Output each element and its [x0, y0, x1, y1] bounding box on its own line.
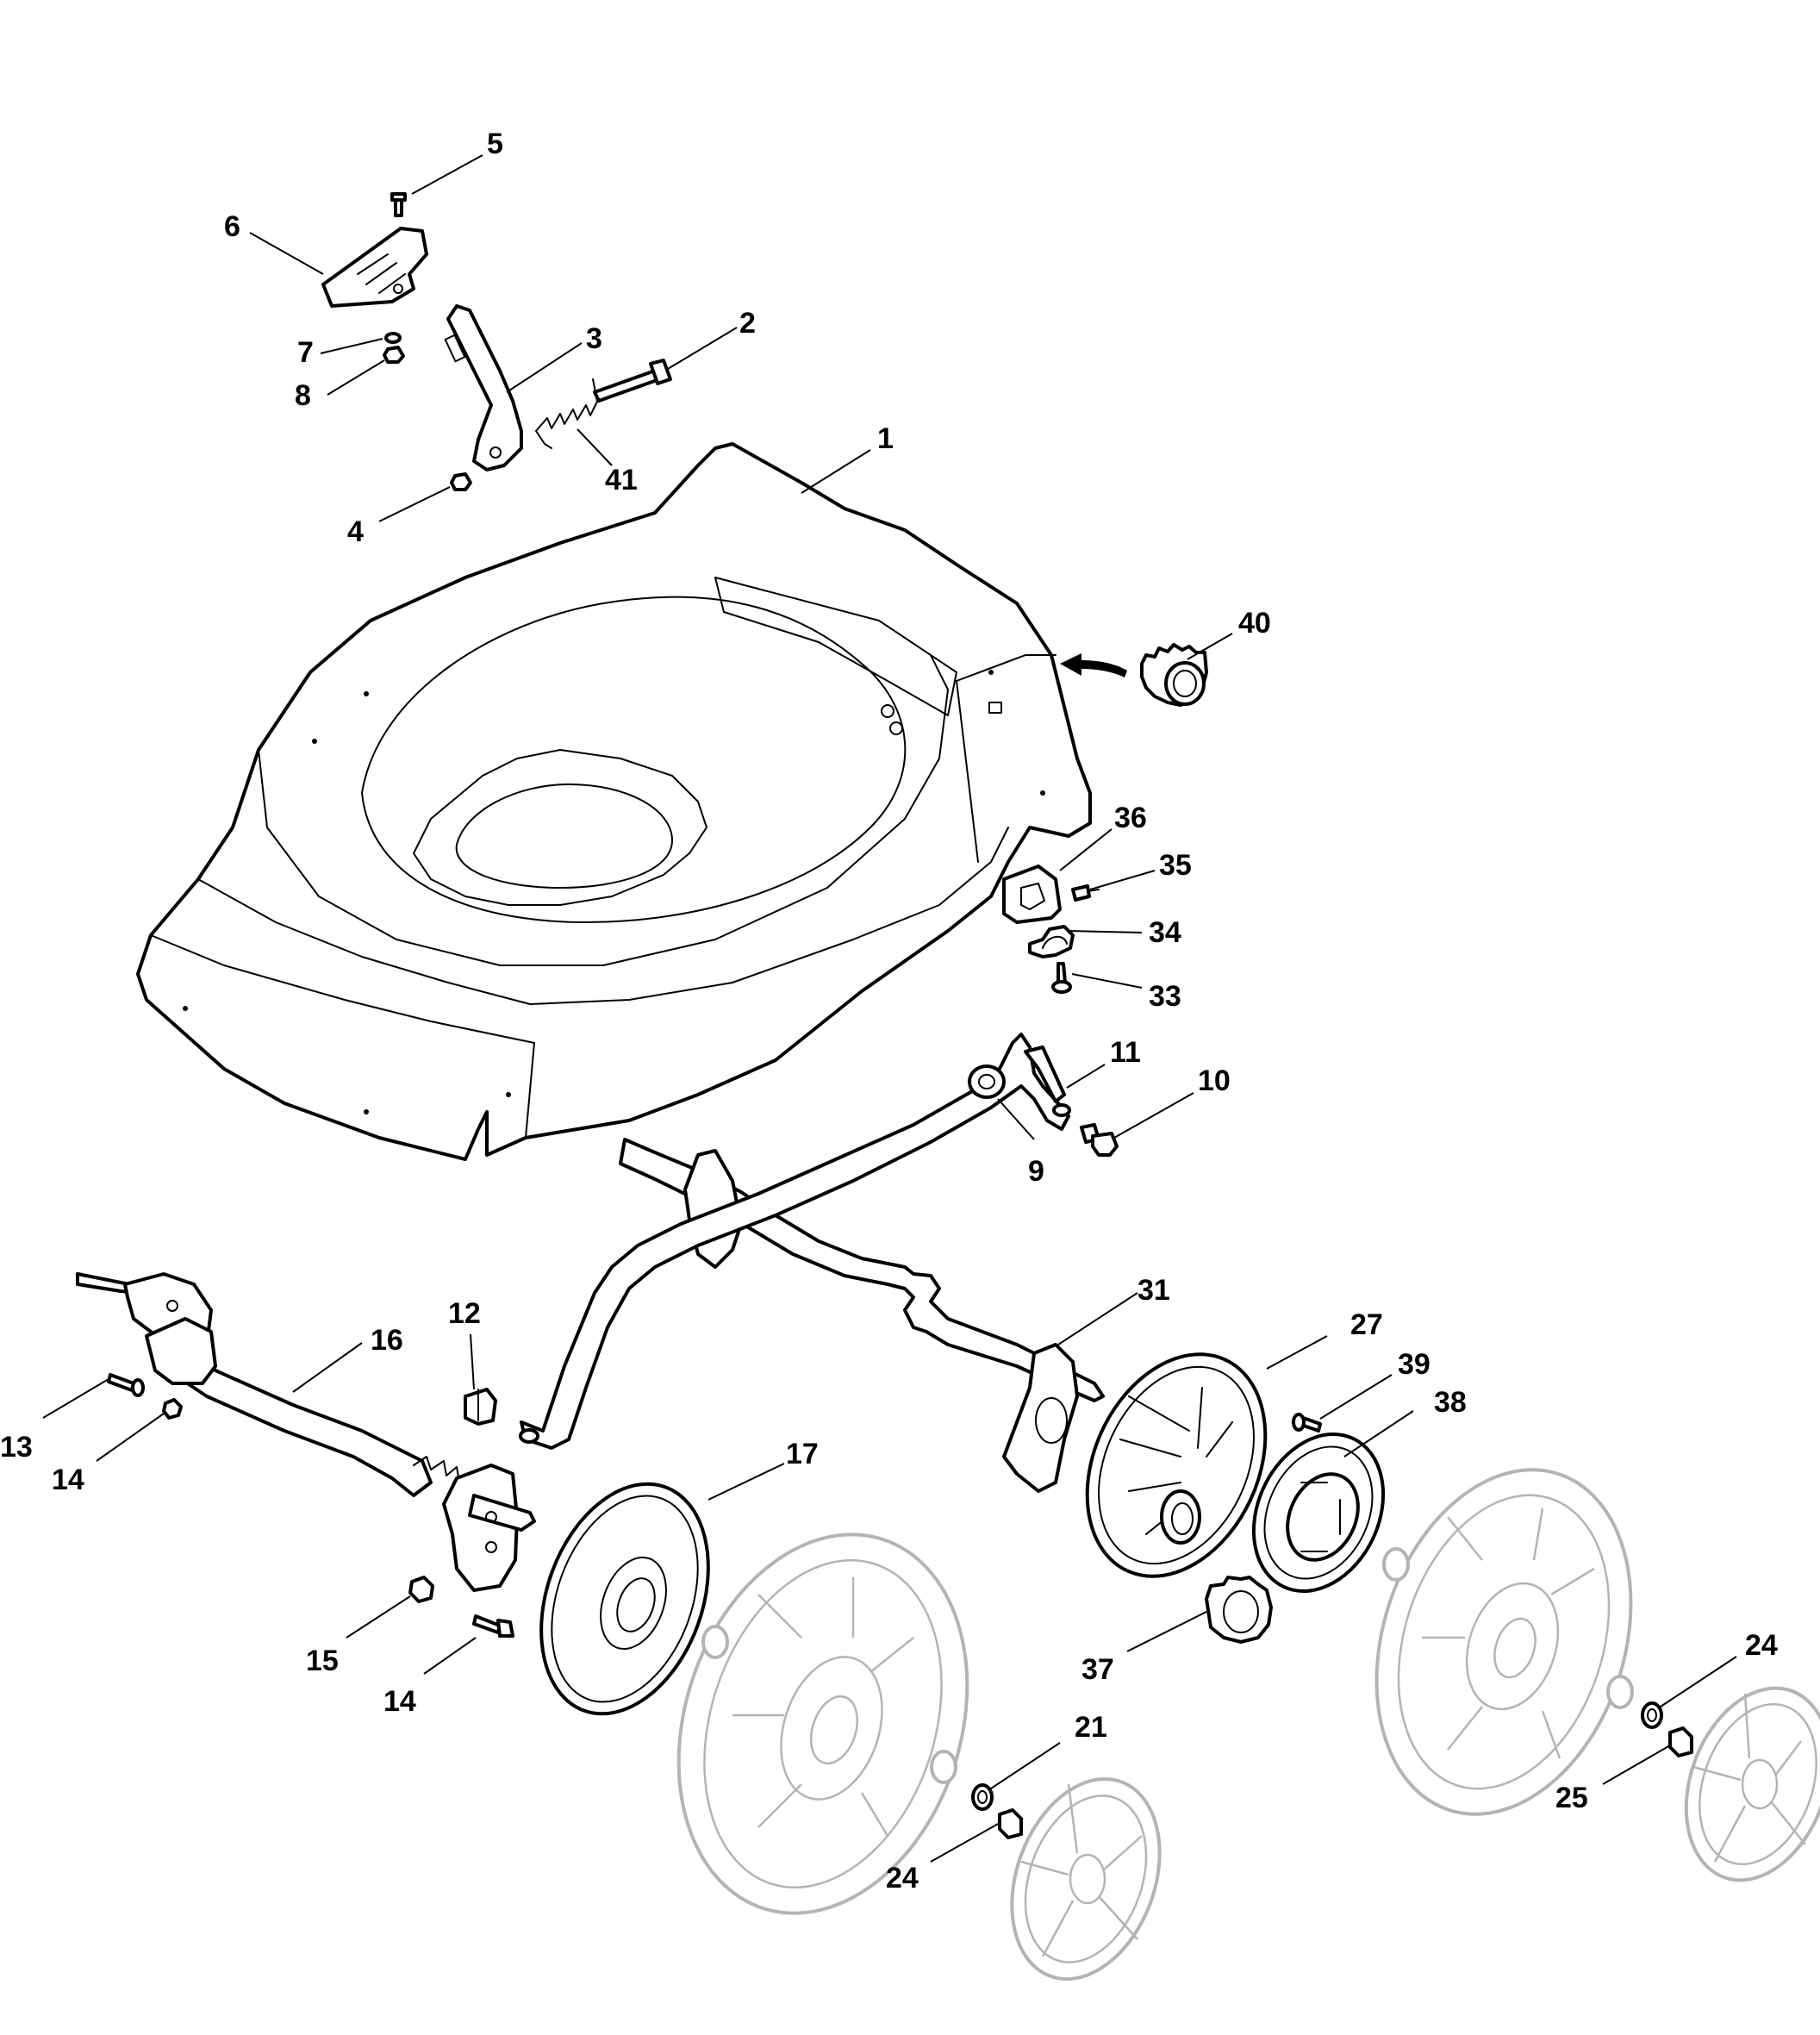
callout-8: 8	[295, 379, 311, 412]
nut-25-front	[998, 1808, 1023, 1839]
callout-15: 14	[383, 1685, 416, 1718]
washer-7	[384, 332, 402, 344]
wheel-disc-21	[539, 1482, 710, 1716]
clamp-34	[1028, 925, 1075, 958]
front-axle-16	[76, 1272, 536, 1592]
hub-cap-rear	[1684, 1686, 1820, 1882]
callout-labels: 5 6 2 3 7 8 41 4 1 40 36 35 34 33 11 10 …	[0, 128, 1778, 1895]
callout-12: 12	[448, 1297, 481, 1330]
nut-17	[408, 1576, 434, 1603]
rear-axle-frame-31	[619, 1138, 1105, 1493]
callout-31: 31	[1138, 1274, 1170, 1307]
screw-5	[390, 192, 407, 217]
screw-13	[107, 1373, 145, 1397]
washer-24-rear	[1641, 1701, 1663, 1729]
callout-40: 40	[1238, 607, 1271, 640]
callout-17: 15	[306, 1645, 339, 1677]
mower-deck	[136, 442, 1092, 1161]
callout-10: 10	[1198, 1064, 1231, 1097]
tension-spring	[535, 378, 598, 449]
pinion-37	[1205, 1576, 1273, 1644]
assembly-arrow	[1060, 653, 1127, 677]
callout-4: 4	[347, 515, 364, 548]
washer-24-front	[971, 1783, 994, 1811]
nut-25-rear	[1668, 1726, 1693, 1757]
callout-14: 14	[52, 1464, 84, 1496]
callout-21: 17	[786, 1438, 819, 1470]
hub-cap-front	[1010, 1776, 1162, 1982]
height-adjust-handle	[321, 227, 428, 308]
callout-6: 6	[224, 210, 240, 243]
nut-8	[383, 346, 405, 364]
drive-disc-27	[1085, 1352, 1268, 1578]
nut-4	[450, 472, 472, 491]
callout-35: 35	[1159, 849, 1192, 882]
adjustment-bracket	[444, 304, 523, 471]
drive-pinion-40	[1140, 643, 1208, 707]
rear-wheel	[1374, 1468, 1634, 1816]
screw-35	[1071, 884, 1100, 902]
washer-9	[968, 1064, 1006, 1099]
screw-33	[1051, 962, 1072, 994]
front-wheel	[676, 1532, 969, 1915]
callout-13: 13	[0, 1431, 33, 1464]
mount-bracket-36	[1002, 865, 1062, 924]
callout-7: 7	[297, 336, 314, 369]
callout-34: 34	[1149, 916, 1181, 949]
callout-5: 5	[487, 128, 503, 160]
callout-33: 33	[1149, 980, 1181, 1013]
screw-39	[1292, 1413, 1322, 1433]
callout-11: 11	[1110, 1036, 1141, 1069]
gear-38	[1251, 1432, 1386, 1594]
callout-38: 38	[1434, 1386, 1467, 1419]
clip-12	[464, 1388, 497, 1426]
callout-24-front: 21	[1075, 1711, 1107, 1744]
callout-2: 2	[739, 307, 756, 340]
nut-14	[162, 1398, 183, 1420]
leader-lines	[42, 154, 1737, 1863]
callout-37: 37	[1081, 1653, 1114, 1686]
callout-3: 3	[586, 322, 602, 355]
callout-25-rear: 25	[1555, 1782, 1588, 1814]
callout-41: 41	[605, 464, 638, 496]
bolt-10	[1080, 1123, 1119, 1157]
pivot-pin	[593, 359, 672, 403]
callout-9: 9	[1028, 1155, 1044, 1188]
callout-24-rear: 24	[1745, 1629, 1778, 1662]
callout-1: 1	[877, 422, 894, 455]
callout-25-front: 24	[886, 1862, 919, 1895]
adjust-link-11	[519, 1033, 1071, 1450]
callout-27: 27	[1350, 1308, 1383, 1341]
bolt-15	[472, 1614, 514, 1638]
callout-36: 36	[1114, 802, 1147, 834]
callout-39: 39	[1398, 1348, 1430, 1381]
callout-16: 16	[371, 1324, 403, 1357]
